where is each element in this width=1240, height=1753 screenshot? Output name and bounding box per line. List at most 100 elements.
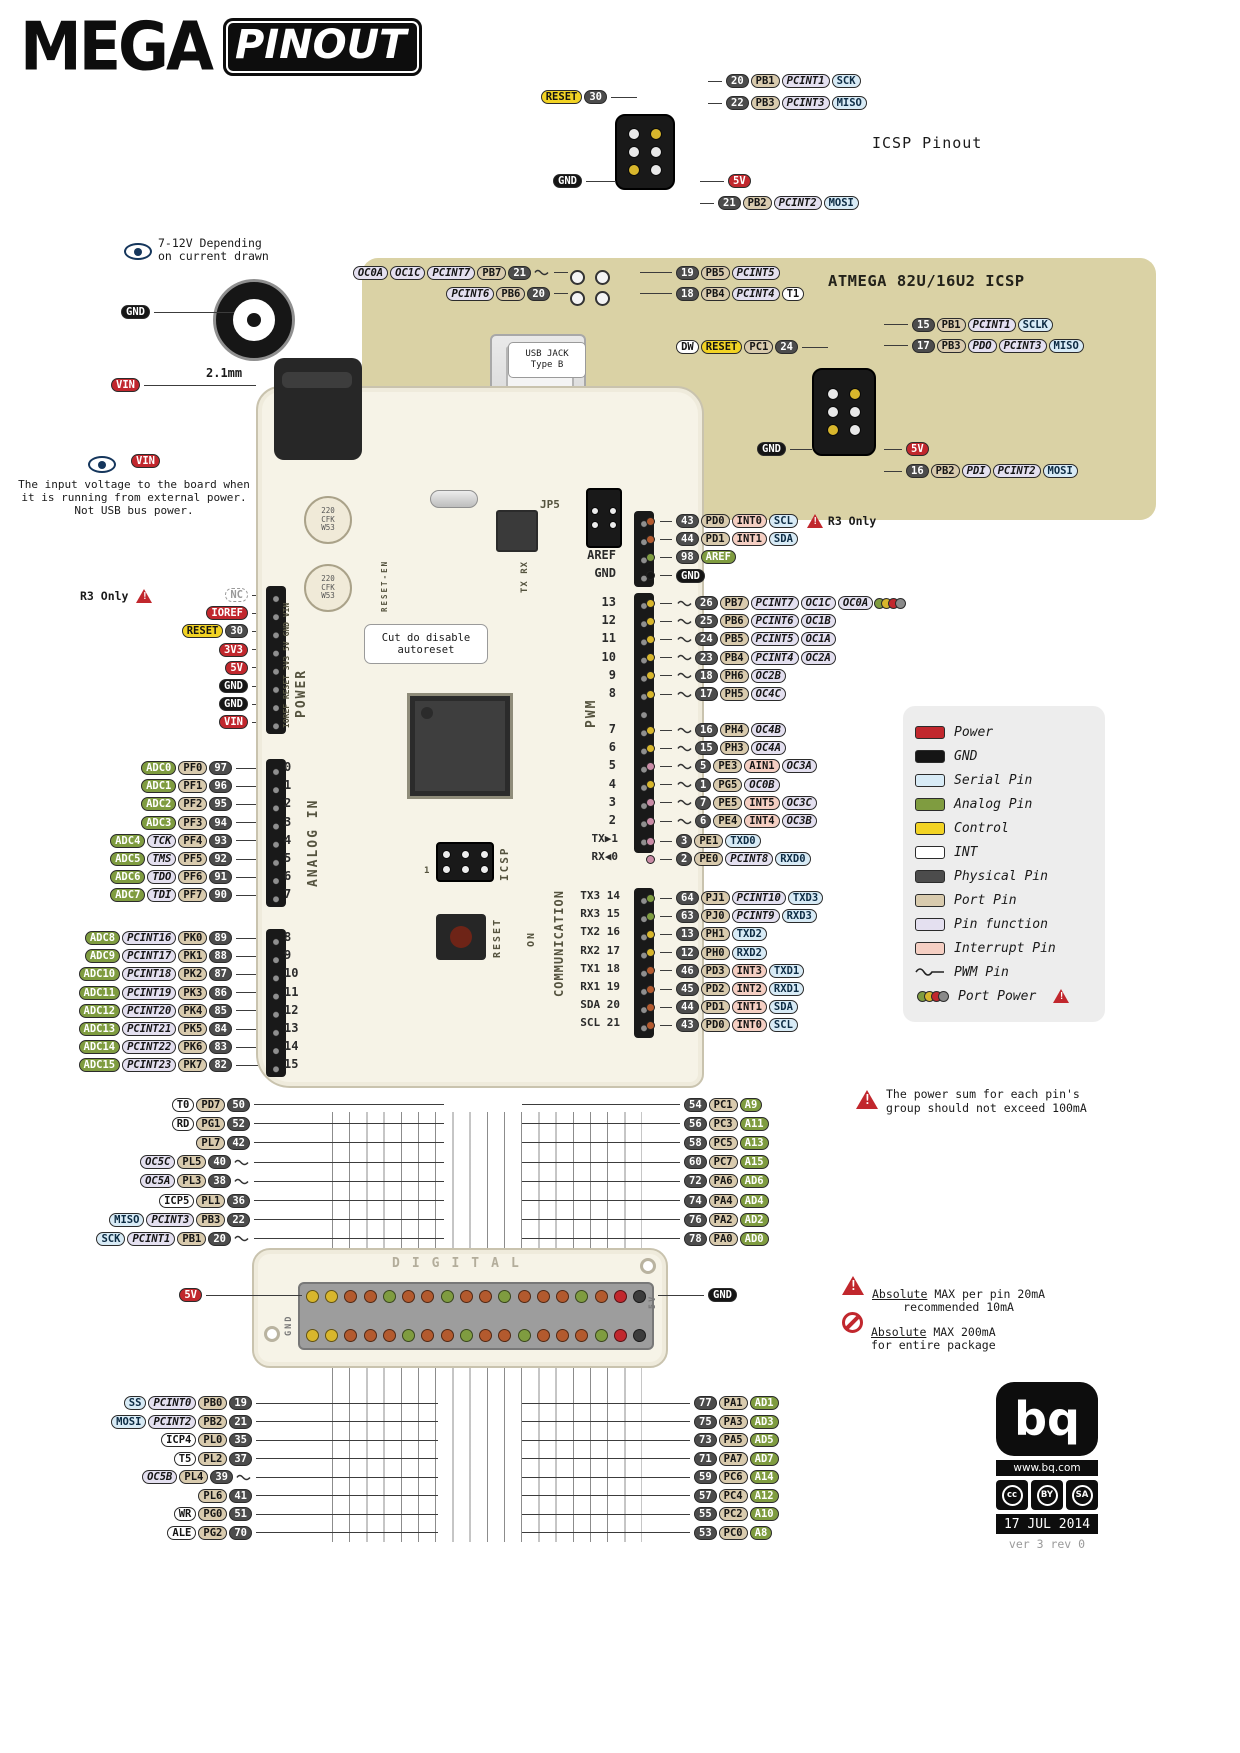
pin-badge-pf3: PF3 <box>178 815 208 830</box>
pin-badge-int2: INT2 <box>731 982 767 997</box>
legend-swatch-ctrl <box>915 821 945 835</box>
pwm-squiggle-icon <box>234 1177 249 1186</box>
pin-row: GND <box>104 303 234 321</box>
pin-badge-gnd: GND <box>219 679 248 694</box>
lead-line <box>554 272 568 273</box>
connector-pin <box>827 406 839 418</box>
pin-badge-pdi: PDI <box>961 464 991 479</box>
pin-badge-84: 84 <box>209 1022 232 1037</box>
pin-badge-tck: TCK <box>147 833 177 848</box>
pin-badge-pk0: PK0 <box>178 931 208 946</box>
pin-badge-rxd0: RXD0 <box>775 852 811 867</box>
connector-pin <box>632 1290 646 1303</box>
pin-badge-3: 3 <box>676 834 693 849</box>
pwm-squiggle-icon <box>677 617 692 626</box>
pin-badge-73: 73 <box>694 1433 717 1448</box>
on-led-label: ON <box>526 930 537 948</box>
warning-icon <box>1053 989 1070 1003</box>
pwm-squiggle-icon <box>677 817 692 826</box>
pin-hole <box>646 616 655 626</box>
pin-badge-gnd: GND <box>121 305 150 320</box>
pin-row: 5V <box>884 440 942 458</box>
connector-pin <box>402 1290 416 1303</box>
connector-pin <box>594 1329 608 1342</box>
warning-text: The power sum for each pin's group shoul… <box>886 1087 1087 1115</box>
pin-badge-51: 51 <box>229 1507 252 1522</box>
pin-badge-int0: INT0 <box>731 1018 767 1033</box>
pin-badge-pc1: PC1 <box>708 1097 738 1112</box>
pin-badge-pc6: PC6 <box>718 1470 748 1485</box>
connector-pin <box>440 1329 454 1342</box>
reset-button[interactable] <box>436 914 486 960</box>
pin-hole <box>646 836 655 846</box>
lead-line <box>660 820 672 822</box>
legend-swatch-analog <box>915 797 945 811</box>
lead-line <box>790 448 812 450</box>
lead-line <box>522 1476 690 1478</box>
pin-badge-97: 97 <box>209 761 232 776</box>
connector-pin <box>632 1329 646 1342</box>
pin-badge-oc3a: OC3A <box>781 759 817 774</box>
lead-line <box>236 955 264 957</box>
pin-badge-rxd1: RXD1 <box>768 982 805 997</box>
pin-badge-93: 93 <box>209 833 232 848</box>
pin-row: GND <box>150 677 278 695</box>
pin-badge-pa5: PA5 <box>718 1433 748 1448</box>
connector-pin <box>628 128 640 140</box>
board-icsp-header-icon <box>436 842 494 882</box>
lead-line <box>660 784 672 786</box>
pin-badge-ale: ALE <box>167 1525 197 1540</box>
pin-badge-adc12: ADC12 <box>78 1003 121 1018</box>
legend-item-ctrl: Control <box>915 816 1093 840</box>
lead-line <box>522 1458 690 1460</box>
pin-badge-77: 77 <box>694 1396 717 1411</box>
pin-badge-35: 35 <box>229 1433 252 1448</box>
pin-hole <box>646 798 655 808</box>
pin-badge-sda: SDA <box>768 1000 798 1015</box>
pwm-pin-numbers-13-8: 13 12 11 10 9 8 <box>601 595 616 701</box>
analog-pin-numbers-0-7: 0 1 2 3 4 5 6 7 <box>284 760 292 902</box>
pin-badge-pg5: PG5 <box>713 777 743 792</box>
pin-badge-icp5: ICP5 <box>159 1193 195 1208</box>
pin-badge-pf5: PF5 <box>178 852 208 867</box>
brand-block: bq www.bq.com cc BY SA 17 JUL 2014 ver 3… <box>996 1382 1098 1551</box>
pin-badge-miso: MISO <box>109 1212 145 1227</box>
publish-date: 17 JUL 2014 <box>996 1514 1098 1534</box>
usb-chip <box>496 510 538 552</box>
connector-pin <box>517 1329 531 1342</box>
lead-line <box>660 840 672 842</box>
connector-pin <box>849 406 861 418</box>
pin-row: GND <box>646 567 1232 585</box>
connector-pin <box>827 424 839 436</box>
icsp-pinout-title: ICSP Pinout <box>872 134 983 152</box>
legend-item-phys: Physical Pin <box>915 864 1093 888</box>
pin-badge-86: 86 <box>209 985 232 1000</box>
atmega-panel-title: ATMEGA 82U/16U2 ICSP <box>828 272 1025 290</box>
pwm-pin-numbers-7-2: 7 6 5 4 3 2 <box>608 722 616 828</box>
lead-line <box>660 915 672 917</box>
pin-badge-adc6: ADC6 <box>110 870 146 885</box>
connector-pin <box>575 1329 589 1342</box>
pin-badge-ad6: AD6 <box>739 1174 769 1189</box>
pin-badge-int4: INT4 <box>744 814 780 829</box>
pin-badge-ad4: AD4 <box>739 1193 769 1208</box>
lead-line <box>660 765 672 767</box>
pin-hole <box>646 598 655 608</box>
pin-badge-37: 37 <box>229 1451 252 1466</box>
lead-line <box>884 324 908 325</box>
lead-line <box>660 575 672 577</box>
